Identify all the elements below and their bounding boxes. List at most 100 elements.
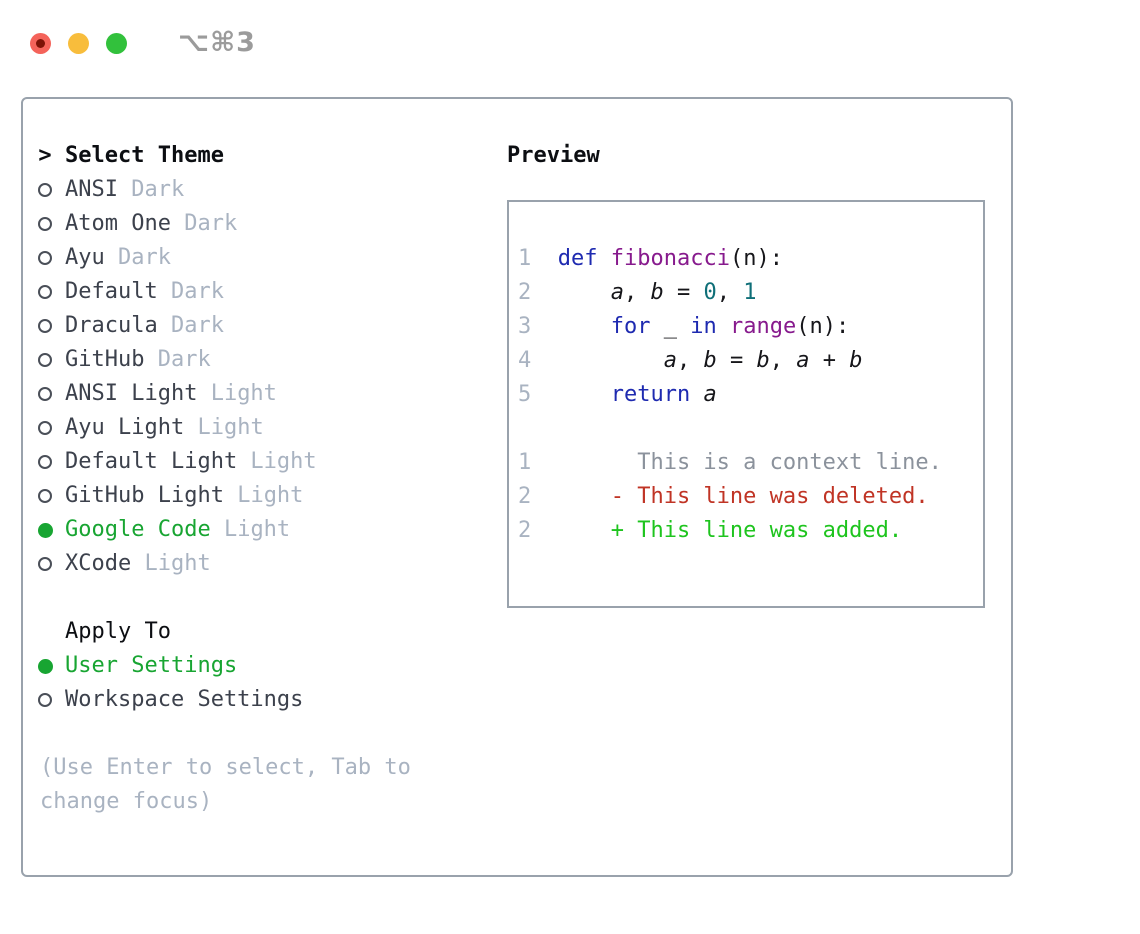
theme-item[interactable]: GitHub Dark <box>32 343 492 377</box>
apply-to-option[interactable]: User Settings <box>32 649 492 683</box>
code-token <box>558 276 611 310</box>
code-token: , <box>676 348 704 373</box>
theme-name: Google Code <box>65 517 211 542</box>
theme-item[interactable]: XCode Light <box>32 547 492 581</box>
code-line: 5 return a <box>518 378 983 412</box>
code-token: , <box>716 280 744 305</box>
diff-line-added: 2 + This line was added. <box>518 514 983 548</box>
theme-item[interactable]: Default Dark <box>32 275 492 309</box>
select-theme-header: > Select Theme <box>32 139 492 173</box>
theme-name: Dracula <box>65 313 158 338</box>
close-button[interactable] <box>30 32 51 54</box>
apply-to-title: Apply To <box>65 619 171 644</box>
theme-name: ANSI Light <box>65 381 198 406</box>
code-token: (n): <box>729 246 783 271</box>
theme-name: Ayu Light <box>65 415 185 440</box>
title-bar: ⌥⌘3 <box>30 26 256 60</box>
theme-item[interactable]: Ayu Light Light <box>32 411 492 445</box>
code-token: a <box>610 280 624 305</box>
apply-option-label: Workspace Settings <box>65 687 304 712</box>
code-token: (n): <box>796 314 850 339</box>
code-token: 0 <box>703 280 717 305</box>
apply-to-option[interactable]: Workspace Settings <box>32 683 492 717</box>
theme-variant: Light <box>197 381 277 406</box>
theme-item[interactable]: Atom One Dark <box>32 207 492 241</box>
code-token: return <box>610 382 691 407</box>
prompt-icon: > <box>38 143 52 168</box>
select-theme-title: Select Theme <box>65 143 224 168</box>
radio-selected-icon <box>37 522 53 538</box>
theme-variant: Dark <box>157 279 224 304</box>
code-line: 4 a, b = b, a + b <box>518 344 983 378</box>
preview-title: Preview <box>507 143 600 168</box>
line-number: 2 <box>518 280 532 305</box>
code-token: for <box>610 314 651 339</box>
apply-option-label: User Settings <box>65 653 238 678</box>
code-token: def <box>557 246 598 271</box>
radio-icon <box>38 387 52 401</box>
theme-variant: Dark <box>104 245 171 270</box>
code-token: + <box>809 348 850 373</box>
theme-item[interactable]: Default Light Light <box>32 445 492 479</box>
code-token: range <box>729 314 797 339</box>
code-token <box>597 242 610 276</box>
code-token: a <box>663 348 677 373</box>
theme-variant: Light <box>210 517 291 542</box>
code-token: b <box>703 348 717 373</box>
theme-item[interactable]: GitHub Light Light <box>32 479 492 513</box>
preview-spacer <box>518 412 983 446</box>
code-token: = <box>716 348 757 373</box>
line-number: 5 <box>518 382 532 407</box>
code-token: _ <box>650 314 691 339</box>
theme-variant: Light <box>237 449 317 474</box>
code-token: 1 <box>743 280 757 305</box>
line-number: 1 <box>518 450 532 475</box>
radio-icon <box>38 217 52 231</box>
radio-icon <box>38 353 52 367</box>
theme-name: Atom One <box>65 211 171 236</box>
minimize-button[interactable] <box>68 32 89 54</box>
code-token: , <box>623 280 651 305</box>
theme-name: GitHub <box>65 347 145 372</box>
radio-icon <box>38 693 52 707</box>
theme-item[interactable]: ANSI Dark <box>32 173 492 207</box>
radio-icon <box>38 285 52 299</box>
theme-variant: Dark <box>117 177 185 202</box>
help-text: (Use Enter to select, Tab to change focu… <box>40 755 411 814</box>
radio-icon <box>38 183 52 197</box>
code-line: 2 a, b = 0, 1 <box>518 276 983 310</box>
theme-item[interactable]: ANSI Light Light <box>32 377 492 411</box>
diff-text: - This line was deleted. <box>557 484 929 509</box>
code-token: fibonacci <box>610 246 730 271</box>
code-token: a <box>703 382 717 407</box>
close-button-dot-icon <box>36 38 45 48</box>
theme-name: ANSI <box>65 177 118 202</box>
theme-variant: Light <box>223 483 304 508</box>
code-token <box>558 378 611 412</box>
code-token <box>690 378 703 412</box>
theme-name: Default Light <box>65 449 238 474</box>
code-token: b <box>756 348 770 373</box>
code-token <box>717 310 730 344</box>
radio-icon <box>38 251 52 265</box>
theme-name: Ayu <box>65 245 105 270</box>
theme-item[interactable]: Dracula Dark <box>32 309 492 343</box>
theme-name: GitHub Light <box>65 483 224 508</box>
theme-variant: Dark <box>170 211 238 236</box>
code-token: in <box>690 314 717 339</box>
radio-icon <box>38 557 52 571</box>
theme-item[interactable]: Ayu Dark <box>32 241 492 275</box>
diff-line-context: 1 This is a context line. <box>518 446 983 480</box>
code-token: , <box>769 348 797 373</box>
theme-name: XCode <box>65 551 132 576</box>
theme-item[interactable]: Google Code Light <box>32 513 492 547</box>
radio-icon <box>38 489 52 503</box>
zoom-button[interactable] <box>106 32 127 54</box>
